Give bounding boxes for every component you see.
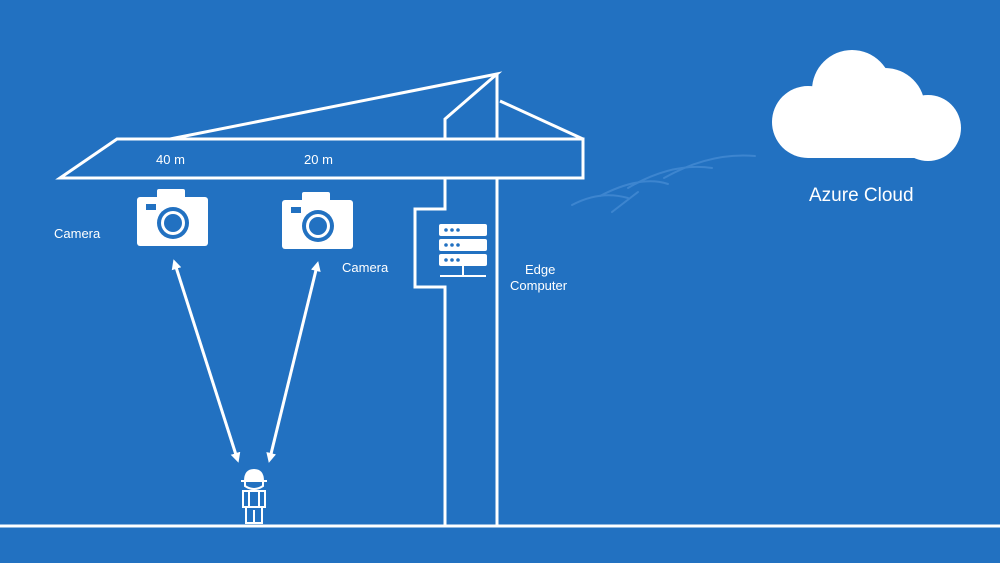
- cloud-label: Azure Cloud: [809, 185, 914, 206]
- wifi-signal-icon: [571, 154, 756, 213]
- cloud-icon: [772, 50, 961, 161]
- crane-counter-jib: [499, 99, 584, 141]
- distance-label-40m: 40 m: [156, 152, 185, 167]
- distance-label-20m: 20 m: [304, 152, 333, 167]
- crane-jib: [55, 137, 585, 180]
- tower-crane: [55, 71, 585, 526]
- crane-boom-tie: [169, 71, 503, 141]
- edge-label-line2: Computer: [510, 278, 568, 293]
- server-icon: [439, 224, 487, 277]
- worker-icon: [241, 469, 267, 524]
- edge-label-line1: Edge: [525, 262, 556, 277]
- camera-icon: [282, 192, 353, 249]
- double-arrow-icon: [171, 259, 241, 463]
- camera-label-left: Camera: [54, 226, 101, 241]
- double-arrow-icon: [266, 261, 321, 463]
- camera-icon: [137, 189, 208, 246]
- camera-label-right: Camera: [342, 260, 389, 275]
- crane-mast: [413, 74, 499, 526]
